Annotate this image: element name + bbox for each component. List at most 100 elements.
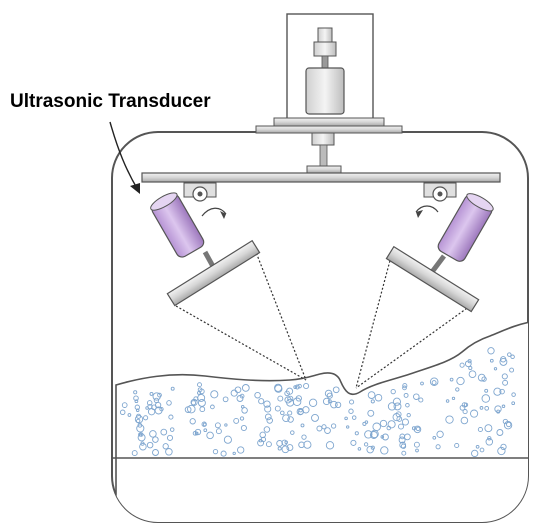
bubble bbox=[154, 401, 162, 409]
mount-plate-lower bbox=[255, 125, 403, 134]
bubble bbox=[413, 425, 422, 434]
bubble bbox=[431, 380, 437, 386]
bubble bbox=[284, 396, 292, 404]
bubble bbox=[215, 428, 222, 435]
bubble bbox=[396, 416, 403, 422]
bubble bbox=[260, 436, 267, 443]
bubble bbox=[485, 438, 494, 446]
bubble bbox=[401, 450, 407, 456]
bubble bbox=[489, 358, 494, 363]
bubble bbox=[415, 448, 419, 453]
transducer-left bbox=[150, 182, 261, 307]
bubble bbox=[280, 410, 285, 416]
bubble bbox=[399, 441, 407, 449]
bubble bbox=[370, 399, 375, 404]
bubble bbox=[157, 392, 162, 398]
bubble bbox=[324, 427, 331, 434]
bubble bbox=[321, 424, 327, 430]
motor-shaft-upper bbox=[321, 55, 329, 69]
bubble bbox=[464, 360, 472, 368]
bubble bbox=[290, 430, 295, 435]
bubble bbox=[499, 388, 505, 395]
bubble bbox=[119, 409, 126, 416]
bubble bbox=[506, 421, 512, 428]
bubble bbox=[223, 435, 232, 444]
bubble bbox=[281, 445, 290, 454]
bubble bbox=[398, 436, 406, 444]
bubble bbox=[479, 447, 485, 453]
bubble bbox=[418, 397, 424, 403]
arm-right bbox=[430, 254, 446, 274]
bubble bbox=[287, 416, 294, 423]
bubble bbox=[276, 440, 283, 447]
bubble bbox=[170, 386, 175, 391]
bubble bbox=[257, 439, 265, 447]
bubble bbox=[239, 416, 245, 421]
bubble bbox=[402, 383, 408, 389]
bubble bbox=[324, 389, 333, 398]
bubble bbox=[429, 377, 439, 386]
bubble bbox=[354, 431, 359, 436]
bubble bbox=[286, 444, 294, 452]
bubble bbox=[165, 448, 173, 456]
bubble bbox=[187, 404, 196, 414]
bubble bbox=[509, 367, 515, 373]
bubble bbox=[265, 441, 272, 448]
bubble bbox=[374, 393, 383, 402]
bubble bbox=[160, 428, 168, 436]
bubble bbox=[127, 413, 132, 417]
bubble bbox=[241, 384, 250, 392]
bubble bbox=[197, 382, 202, 388]
bubble bbox=[462, 409, 468, 415]
bubble bbox=[143, 415, 149, 421]
bubble bbox=[233, 417, 240, 424]
transducer-label: Ultrasonic Transducer bbox=[10, 91, 211, 112]
bubble bbox=[511, 392, 516, 397]
bubble bbox=[316, 425, 323, 432]
bubble bbox=[274, 383, 283, 392]
bubble bbox=[468, 370, 477, 379]
bubble bbox=[149, 391, 154, 396]
bubble bbox=[266, 417, 273, 424]
bubble bbox=[499, 357, 508, 366]
bubble bbox=[220, 450, 227, 457]
bubble bbox=[152, 436, 159, 443]
bubble bbox=[239, 393, 245, 399]
bubble bbox=[277, 395, 284, 402]
bubble bbox=[224, 423, 228, 427]
rotate-arrow-left bbox=[201, 207, 227, 217]
bubble bbox=[484, 405, 490, 411]
bubble bbox=[459, 404, 466, 411]
bubble bbox=[139, 442, 147, 451]
bubble bbox=[189, 418, 196, 425]
motor-housing bbox=[286, 13, 374, 123]
bubble bbox=[413, 441, 420, 448]
bubble bbox=[284, 440, 288, 445]
bubble bbox=[357, 447, 362, 451]
bubble bbox=[415, 426, 421, 432]
bubble bbox=[475, 444, 480, 449]
bubble bbox=[351, 415, 357, 420]
bubble bbox=[134, 415, 144, 424]
bubble bbox=[203, 428, 208, 433]
bubble bbox=[405, 402, 410, 408]
bubble bbox=[264, 413, 272, 421]
bubble bbox=[274, 405, 281, 412]
transducer-right bbox=[385, 182, 494, 313]
bubble bbox=[284, 390, 290, 397]
bubble bbox=[455, 387, 460, 392]
bubble bbox=[481, 394, 491, 403]
bubble bbox=[413, 393, 420, 400]
tank-contents bbox=[112, 321, 528, 522]
bubble bbox=[326, 392, 333, 399]
bubble bbox=[487, 436, 492, 441]
bubble bbox=[308, 398, 318, 407]
label-pointer-arrow bbox=[109, 121, 139, 191]
bubble bbox=[350, 439, 357, 446]
bubble bbox=[398, 423, 404, 430]
bubble bbox=[330, 423, 337, 429]
bubble bbox=[199, 388, 205, 395]
bubble bbox=[300, 423, 305, 428]
